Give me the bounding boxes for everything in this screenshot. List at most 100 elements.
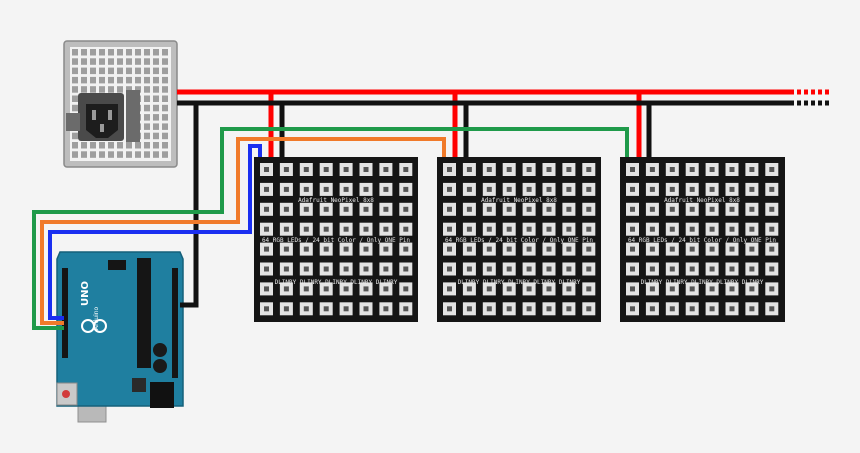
vent-slot [144, 123, 150, 130]
led-die [566, 246, 572, 252]
matrix-subtitle: 64 RGB LEDs / 24 bit Color / Only ONE Pi… [262, 237, 410, 244]
vent-slot [126, 58, 132, 65]
led-die [749, 167, 755, 172]
data-wire-orange [40, 137, 446, 325]
led-die [566, 206, 572, 212]
led-die [649, 246, 655, 252]
led-die [403, 266, 409, 272]
led-die [323, 286, 329, 292]
vent-slot [162, 123, 168, 130]
led-die [283, 266, 289, 272]
vent-slot [108, 76, 114, 84]
vent-slot [153, 49, 159, 56]
vent-slot [108, 142, 114, 149]
led-die [383, 167, 389, 172]
led-die [383, 286, 389, 292]
led-die [486, 286, 492, 292]
vent-slot [108, 151, 114, 158]
led-die [566, 186, 572, 192]
led-die [526, 246, 532, 252]
led-die [709, 206, 715, 212]
vent-slot [144, 151, 150, 158]
vent-slot [153, 142, 159, 149]
led-die [383, 246, 389, 252]
led-die [526, 286, 532, 292]
led-die [486, 246, 492, 252]
led-die [486, 186, 492, 192]
vent-slot [99, 58, 105, 65]
led-die [323, 167, 329, 172]
power-supply [63, 40, 178, 168]
vent-slot [72, 132, 78, 140]
led-die [403, 186, 409, 192]
vent-slot [135, 76, 141, 84]
led-die [343, 286, 349, 292]
led-die [283, 186, 289, 192]
vent-slot [162, 151, 168, 158]
led-die [466, 246, 472, 252]
vent-slot [162, 114, 168, 121]
led-die [669, 306, 675, 312]
led-die [729, 226, 735, 232]
vent-slot [117, 151, 123, 158]
vent-slot [81, 86, 87, 93]
led-die [586, 226, 592, 232]
led-die [363, 306, 369, 312]
vent-slot [81, 58, 87, 65]
vent-slot [72, 86, 78, 93]
led-die [264, 286, 269, 292]
vent-slot [126, 67, 132, 75]
vent-slot [72, 151, 78, 158]
led-die [526, 306, 532, 312]
led-die [669, 226, 675, 232]
led-die [506, 286, 512, 292]
led-die [264, 167, 269, 172]
led-die [586, 266, 592, 272]
led-die [729, 306, 735, 312]
led-die [323, 246, 329, 252]
led-die [546, 226, 552, 232]
led-die [264, 206, 269, 212]
led-die [323, 186, 329, 192]
vent-slot [162, 86, 168, 93]
vent-slot [72, 142, 78, 149]
led-die [486, 266, 492, 272]
led-die [486, 226, 492, 232]
matrix-series: DLINRY DLINRY DLINRY DLINRY DLINRY [275, 279, 398, 286]
led-die [769, 306, 775, 312]
led-die [447, 306, 452, 312]
led-die [526, 186, 532, 192]
vent-slot [90, 49, 96, 56]
vent-slot [99, 151, 105, 158]
vent-slot [90, 151, 96, 158]
led-die [403, 206, 409, 212]
vent-slot [144, 86, 150, 93]
led-die [769, 246, 775, 252]
led-die [363, 167, 369, 172]
vent-slot [153, 67, 159, 75]
vent-slot [108, 86, 114, 93]
led-die [769, 286, 775, 292]
led-die [669, 266, 675, 272]
led-die [689, 266, 695, 272]
vent-slot [162, 104, 168, 112]
led-die [466, 286, 472, 292]
led-die [283, 286, 289, 292]
matrix-subtitle: 64 RGB LEDs / 24 bit Color / Only ONE Pi… [445, 237, 593, 244]
led-die [649, 286, 655, 292]
led-die [669, 206, 675, 212]
led-die [343, 167, 349, 172]
led-die [466, 266, 472, 272]
led-die [526, 206, 532, 212]
led-die [506, 226, 512, 232]
led-die [466, 167, 472, 172]
vent-slot [144, 58, 150, 65]
led-die [709, 186, 715, 192]
vent-slot [144, 142, 150, 149]
led-die [343, 306, 349, 312]
matrix-series: DLINRY DLINRY DLINRY DLINRY DLINRY [458, 279, 581, 286]
vent-slot [144, 95, 150, 102]
led-die [303, 306, 309, 312]
led-die [689, 206, 695, 212]
